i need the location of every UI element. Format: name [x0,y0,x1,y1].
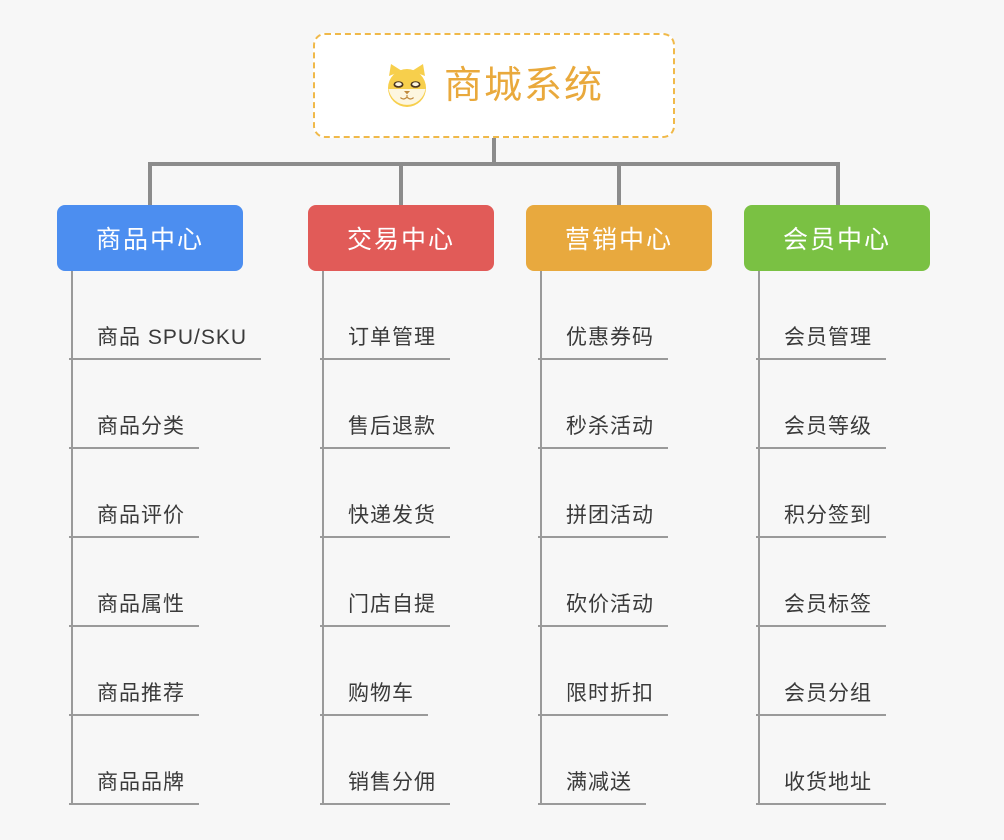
list-item[interactable]: 收货地址 [756,716,930,805]
list-item[interactable]: 商品评价 [69,449,243,538]
leaf-label: 售后退款 [320,410,450,449]
category-label: 交易中心 [346,226,455,254]
list-item[interactable]: 商品分类 [69,360,243,449]
connector-drop-4 [836,162,840,207]
leaf-list-product-center: 商品 SPU/SKU 商品分类 商品评价 商品属性 商品推荐 商品品牌 [69,271,262,805]
root-node[interactable]: 商城系统 [313,33,675,138]
leaf-label: 商品分类 [69,410,199,449]
list-item[interactable]: 商品推荐 [69,627,243,716]
leaf-label: 拼团活动 [538,499,668,538]
leaf-label: 订单管理 [320,321,450,360]
leaf-label: 商品推荐 [69,677,199,716]
list-item[interactable]: 快递发货 [320,449,494,538]
list-item[interactable]: 门店自提 [320,538,494,627]
leaf-label: 满减送 [538,766,646,805]
leaf-label: 限时折扣 [538,677,668,716]
list-item[interactable]: 购物车 [320,627,494,716]
connector-drop-1 [148,162,152,207]
column-marketing-center: 营销中心 优惠券码 秒杀活动 拼团活动 砍价活动 限时折扣 满减送 [526,205,712,805]
leaf-label: 销售分佣 [320,766,450,805]
leaf-label: 快递发货 [320,499,450,538]
leaf-list-marketing-center: 优惠券码 秒杀活动 拼团活动 砍价活动 限时折扣 满减送 [538,271,712,805]
list-item[interactable]: 商品 SPU/SKU [69,271,262,360]
column-product-center: 商品中心 商品 SPU/SKU 商品分类 商品评价 商品属性 商品推荐 商品品牌 [57,205,262,805]
leaf-label: 购物车 [320,677,428,716]
column-spine [758,271,760,805]
column-spine [322,271,324,805]
list-item[interactable]: 商品品牌 [69,716,243,805]
category-label: 会员中心 [782,226,891,254]
list-item[interactable]: 订单管理 [320,271,494,360]
connector-drop-2 [399,162,403,207]
connector-root-stem [492,138,496,164]
list-item[interactable]: 优惠券码 [538,271,712,360]
list-item[interactable]: 拼团活动 [538,449,712,538]
category-box-member-center[interactable]: 会员中心 [744,205,930,271]
list-item[interactable]: 会员管理 [756,271,930,360]
leaf-label: 商品 SPU/SKU [69,321,262,360]
leaf-label: 秒杀活动 [538,410,668,449]
leaf-label: 收货地址 [756,766,886,805]
list-item[interactable]: 满减送 [538,716,712,805]
leaf-label: 积分签到 [756,499,886,538]
list-item[interactable]: 限时折扣 [538,627,712,716]
list-item[interactable]: 会员等级 [756,360,930,449]
connector-horizontal-bus [148,162,840,166]
leaf-label: 砍价活动 [538,588,668,627]
column-spine [540,271,542,805]
leaf-label: 会员等级 [756,410,886,449]
leaf-label: 商品评价 [69,499,199,538]
leaf-list-trade-center: 订单管理 售后退款 快递发货 门店自提 购物车 销售分佣 [320,271,494,805]
list-item[interactable]: 砍价活动 [538,538,712,627]
category-box-marketing-center[interactable]: 营销中心 [526,205,712,271]
column-spine [71,271,73,805]
leaf-label: 门店自提 [320,588,450,627]
list-item[interactable]: 商品属性 [69,538,243,627]
list-item[interactable]: 售后退款 [320,360,494,449]
category-label: 营销中心 [564,226,673,254]
connector-drop-3 [617,162,621,207]
leaf-label: 商品品牌 [69,766,199,805]
list-item[interactable]: 秒杀活动 [538,360,712,449]
leaf-label: 会员标签 [756,588,886,627]
leaf-label: 会员分组 [756,677,886,716]
root-title: 商城系统 [443,64,604,107]
leaf-list-member-center: 会员管理 会员等级 积分签到 会员标签 会员分组 收货地址 [756,271,930,805]
list-item[interactable]: 会员分组 [756,627,930,716]
leaf-label: 会员管理 [756,321,886,360]
column-trade-center: 交易中心 订单管理 售后退款 快递发货 门店自提 购物车 销售分佣 [308,205,494,805]
leaf-label: 商品属性 [69,588,199,627]
category-box-product-center[interactable]: 商品中心 [57,205,243,271]
list-item[interactable]: 销售分佣 [320,716,494,805]
list-item[interactable]: 会员标签 [756,538,930,627]
category-box-trade-center[interactable]: 交易中心 [308,205,494,271]
shiba-dog-icon [384,62,430,110]
category-label: 商品中心 [95,226,204,254]
list-item[interactable]: 积分签到 [756,449,930,538]
column-member-center: 会员中心 会员管理 会员等级 积分签到 会员标签 会员分组 收货地址 [744,205,930,805]
leaf-label: 优惠券码 [538,321,668,360]
